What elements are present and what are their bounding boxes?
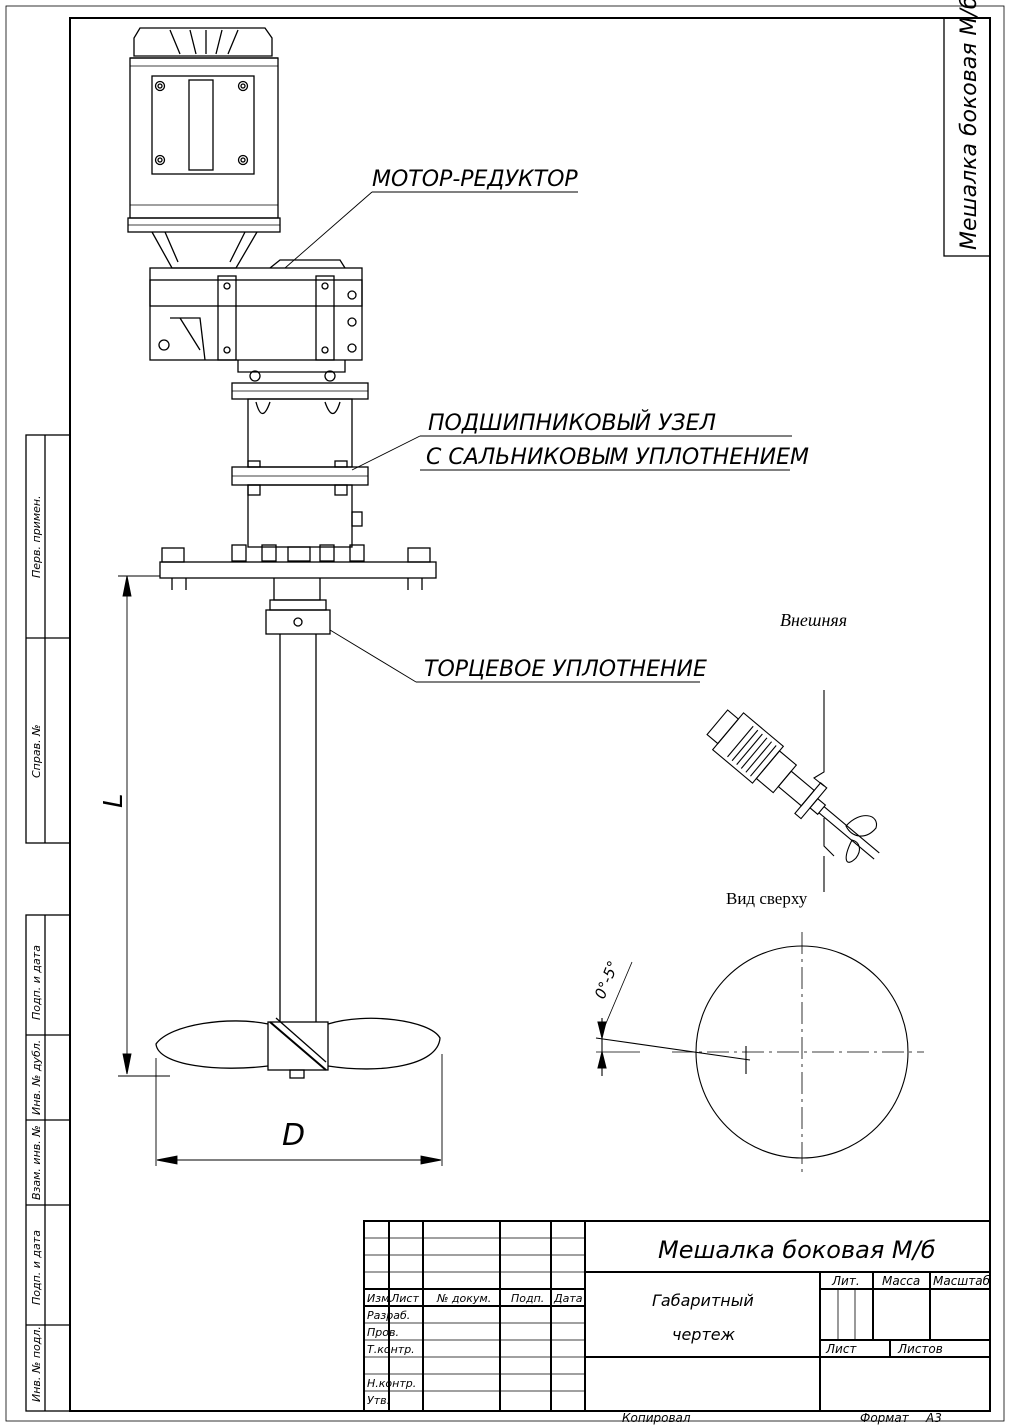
row-tkontr: Т.контр. [367, 1343, 415, 1356]
strip-podp-data-1: Подп. и дата [30, 945, 43, 1020]
col-dokum: № докум. [436, 1292, 491, 1305]
dimension-l [118, 575, 170, 1077]
view-external-label: Внешняя [780, 610, 847, 630]
view-top-label: Вид сверху [726, 889, 808, 908]
dimension-l-label: L [99, 794, 129, 809]
title-block-name: Мешалка боковая М/б [658, 1236, 936, 1264]
footer-format-value: А3 [925, 1411, 942, 1425]
cell-lit: Лит. [831, 1274, 860, 1288]
strip-perv-primen: Перв. примен. [30, 495, 43, 578]
strip-sprav: Справ. № [30, 724, 43, 778]
dimension-d [155, 1054, 443, 1166]
strip-inv-podl: Инв. № подл. [30, 1326, 43, 1402]
strip-podp-data-2: Подп. и дата [30, 1230, 43, 1305]
left-strip [25, 434, 71, 1412]
top-view-sketch [595, 932, 924, 1174]
label-face-seal: ТОРЦЕВОЕ УПЛОТНЕНИЕ [424, 657, 707, 682]
footer-format-label: Формат [860, 1411, 910, 1425]
dimension-d-label: D [282, 1118, 305, 1153]
row-prov: Пров. [367, 1326, 399, 1339]
label-bearing-line-1: ПОДШИПНИКОВЫЙ УЗЕЛ [428, 410, 716, 436]
cell-list: Лист [825, 1342, 857, 1356]
strip-vzam-inv: Взам. инв. № [30, 1125, 43, 1200]
col-data: Дата [553, 1292, 583, 1305]
title-block-doc-line1: Габаритный [652, 1291, 754, 1310]
cell-listov: Листов [897, 1342, 943, 1356]
col-izm: Изм. [367, 1292, 393, 1305]
mixer-assembly [127, 27, 441, 1079]
title-block-grid [363, 1220, 991, 1412]
col-list: Лист [390, 1292, 419, 1305]
external-view-sketch [706, 690, 880, 892]
row-utv: Утв. [367, 1394, 390, 1407]
label-bearing-line-2: С САЛЬНИКОВЫМ УПЛОТНЕНИЕМ [426, 445, 809, 470]
leader-lines [284, 191, 792, 683]
row-razrab: Разраб. [367, 1309, 410, 1322]
col-podp: Подп. [511, 1292, 544, 1305]
strip-inv-dubl: Инв. № дубл. [30, 1040, 43, 1115]
title-block-doc-line2: чертеж [672, 1325, 736, 1344]
footer-copied: Копировал [622, 1411, 691, 1425]
row-nkontr: Н.контр. [367, 1377, 416, 1390]
side-title: Мешалка боковая М/б [957, 0, 982, 250]
cell-massa: Масса [882, 1274, 920, 1288]
cell-masshtab: Масштаб [933, 1274, 991, 1288]
label-motor-reductor: МОТОР-РЕДУКТОР [372, 167, 578, 192]
